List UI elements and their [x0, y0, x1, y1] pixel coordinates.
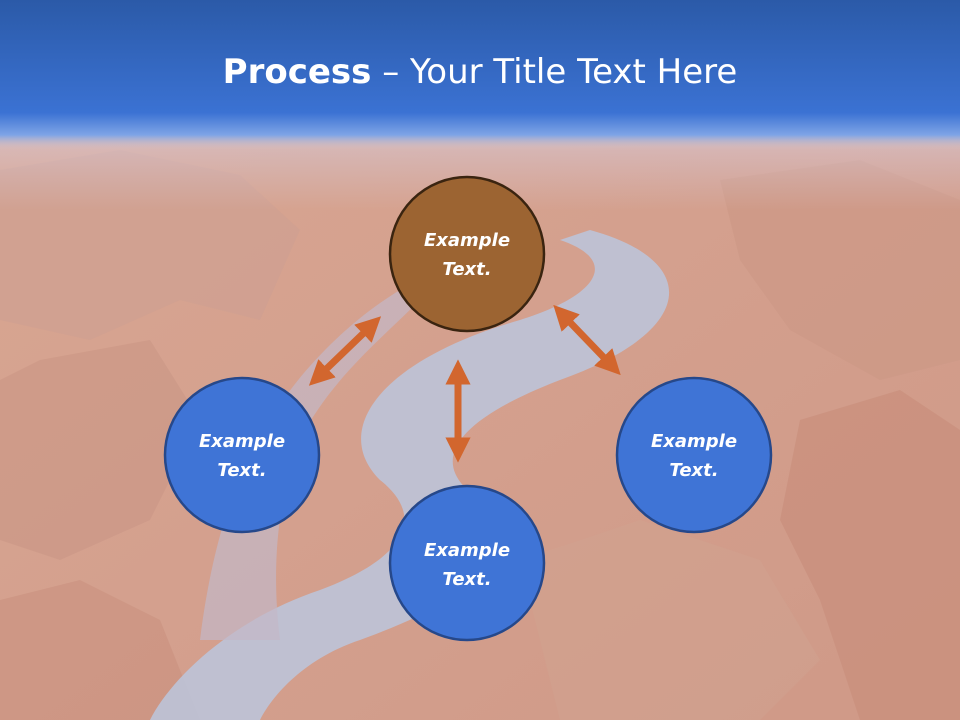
node-right-line2: Text. — [669, 460, 718, 481]
process-node-right: Example Text. — [615, 376, 773, 534]
node-left-line1: Example — [199, 431, 285, 452]
slide-title: Process – Your Title Text Here — [0, 52, 960, 92]
double-arrow-top-right — [553, 304, 621, 376]
process-node-left: Example Text. — [163, 376, 321, 534]
node-top-line1: Example — [424, 230, 510, 251]
title-dash: – — [371, 52, 411, 92]
process-node-top: Example Text. — [388, 175, 546, 333]
process-node-bottom: Example Text. — [388, 484, 546, 642]
node-top-line2: Text. — [442, 259, 491, 280]
node-bottom-line2: Text. — [442, 569, 491, 590]
node-left-line2: Text. — [217, 460, 266, 481]
title-bold-part: Process — [222, 52, 372, 92]
node-bottom-line1: Example — [424, 540, 510, 561]
title-rest-part: Your Title Text Here — [410, 52, 738, 92]
node-right-line1: Example — [651, 431, 737, 452]
double-arrow-top-left — [308, 316, 382, 386]
